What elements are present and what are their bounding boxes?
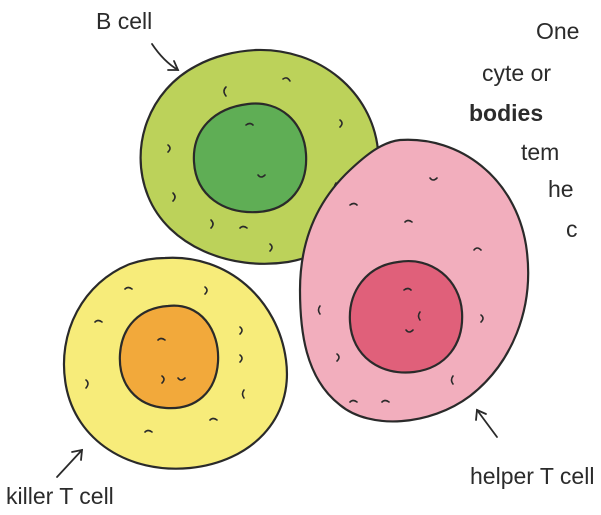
clipped-text-line-4: tem (521, 141, 559, 164)
helper-t-cell-nucleus (350, 261, 462, 372)
killer-t-cell-label: killer T cell (6, 485, 114, 508)
killer-t-cell (64, 258, 287, 469)
b-cell-arrow (152, 44, 178, 70)
helper-t-cell-label: helper T cell (470, 465, 594, 488)
clipped-text-line-6: c (566, 218, 578, 241)
clipped-text-line-2: cyte or (482, 62, 551, 85)
killer-t-cell-arrow (57, 450, 82, 477)
helper-t-cell-arrow (476, 410, 497, 437)
killer-t-cell-nucleus (120, 306, 218, 409)
b-cell-label: B cell (96, 10, 152, 33)
clipped-text-line-3: bodies (469, 102, 543, 125)
b-cell-nucleus (194, 104, 306, 213)
clipped-text-line-1: One (536, 20, 579, 43)
clipped-text-line-5: he (548, 178, 574, 201)
